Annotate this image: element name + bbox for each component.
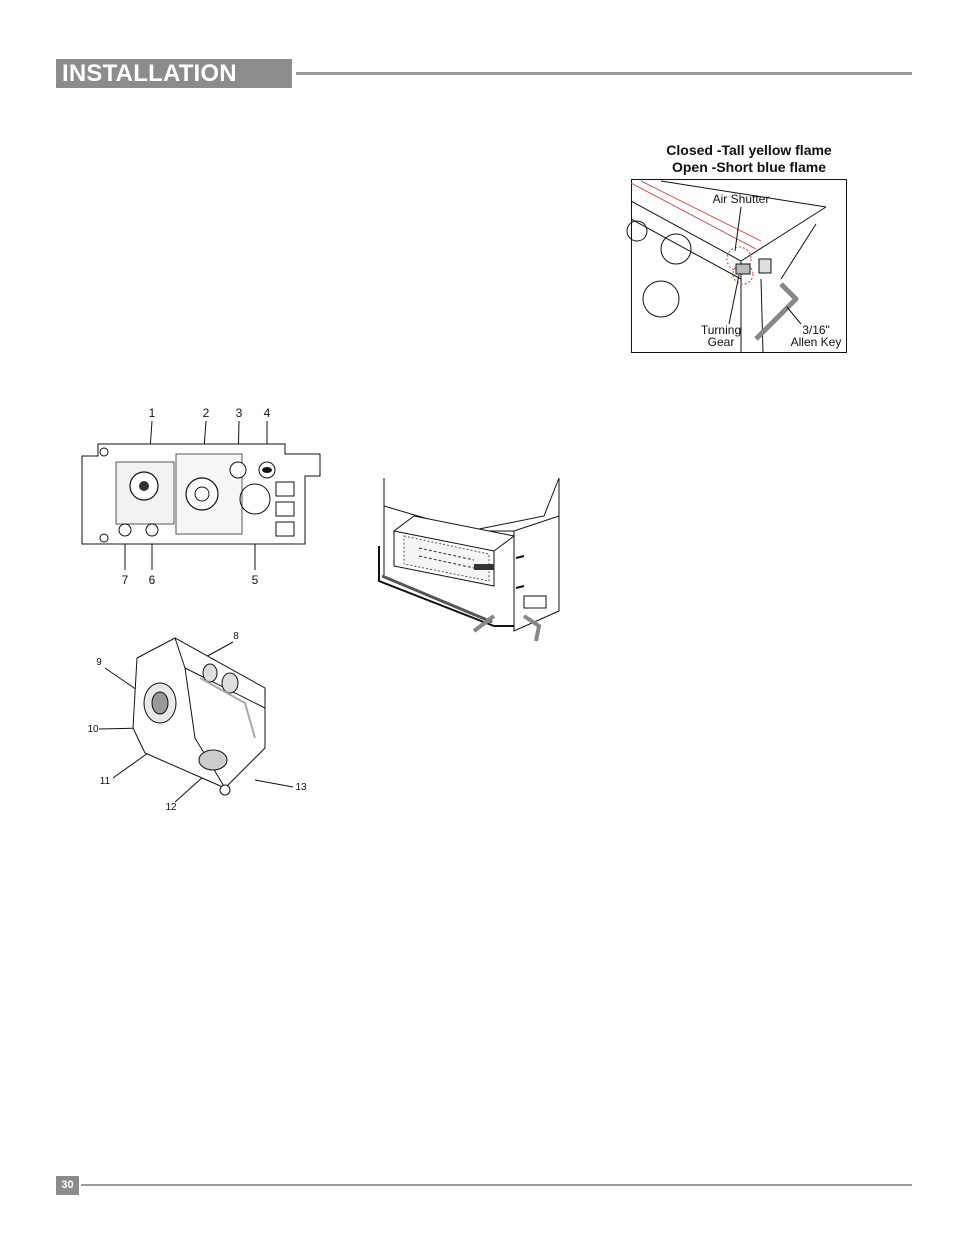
callout-12: 12: [165, 802, 177, 813]
callout-7: 7: [122, 573, 129, 587]
air-shutter-caption-open: Open -Short blue flame: [671, 159, 826, 175]
allen-key-label-2: Allen Key: [791, 335, 842, 349]
callout-2: 2: [203, 406, 210, 420]
air-shutter-caption-closed: Closed -Tall yellow flame: [666, 142, 832, 158]
callout-5: 5: [252, 573, 259, 587]
callout-6: 6: [149, 573, 156, 587]
section-header: INSTALLATION: [56, 59, 292, 88]
callout-1: 1: [149, 406, 156, 420]
turning-gear-label-2: Gear: [708, 335, 735, 349]
gas-valve-bottom-diagram: 8 9 10 11 12 13: [87, 631, 307, 813]
turning-gear-label-1: Turning: [701, 323, 741, 337]
firebox-diagram: [378, 477, 560, 642]
callout-8: 8: [233, 631, 239, 642]
page-number: 30: [56, 1176, 79, 1195]
air-shutter-label: Air Shutter: [713, 192, 770, 206]
callout-11: 11: [100, 776, 111, 787]
air-shutter-diagram: Air Shutter Turning Gear 3/16" Allen Key: [626, 179, 847, 353]
callout-10: 10: [87, 724, 99, 735]
header-rule: [296, 72, 912, 75]
footer-rule: [81, 1184, 912, 1186]
callout-13: 13: [295, 782, 307, 793]
section-title: INSTALLATION: [62, 60, 237, 87]
callout-4: 4: [264, 406, 271, 420]
gas-valve-top-diagram: 1 2 3 4 5 6 7: [81, 406, 321, 587]
callout-3: 3: [236, 406, 243, 420]
callout-9: 9: [96, 657, 102, 668]
allen-key-label-1: 3/16": [802, 323, 830, 337]
